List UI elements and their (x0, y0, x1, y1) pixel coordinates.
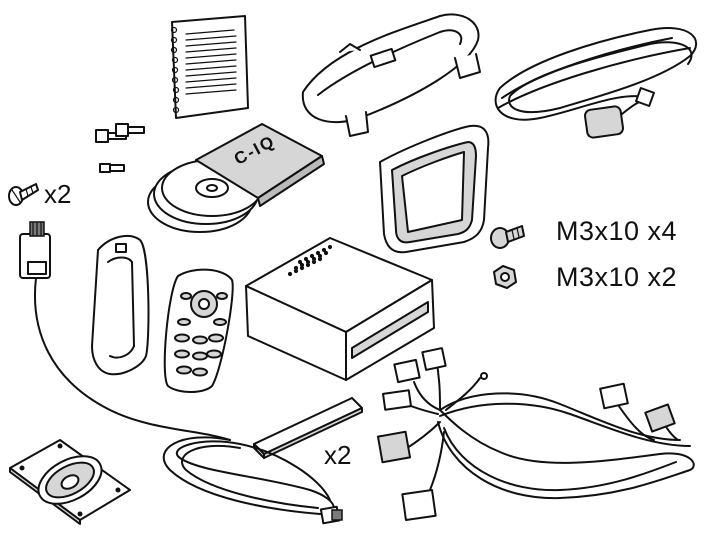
disc-sleeve (195, 123, 325, 207)
adhesive-pad (253, 397, 363, 459)
manual-booklet (170, 15, 249, 119)
remote-holder (91, 234, 150, 376)
head-unit (245, 237, 435, 381)
speaker (9, 439, 131, 525)
software-discs (147, 159, 263, 233)
speaker-cable (162, 436, 343, 525)
microphone-clip (19, 221, 231, 441)
remote-control (163, 268, 234, 393)
gps-antenna-cable (494, 27, 697, 139)
m3x10-nut (493, 265, 517, 289)
display-monitor (379, 124, 490, 254)
hex-standoff-screws (95, 123, 145, 173)
wiring-harness (376, 347, 695, 521)
m3x10-screw (490, 225, 525, 249)
m3x10-nut-label: M3x10 x2 (556, 262, 678, 292)
m3x10-screw-label: M3x10 x4 (556, 216, 678, 246)
pad-quantity-label: x2 (324, 440, 352, 470)
screw-quantity-label: x2 (44, 179, 72, 209)
self-tapping-screw (8, 183, 39, 206)
mounting-bracket (301, 13, 481, 137)
